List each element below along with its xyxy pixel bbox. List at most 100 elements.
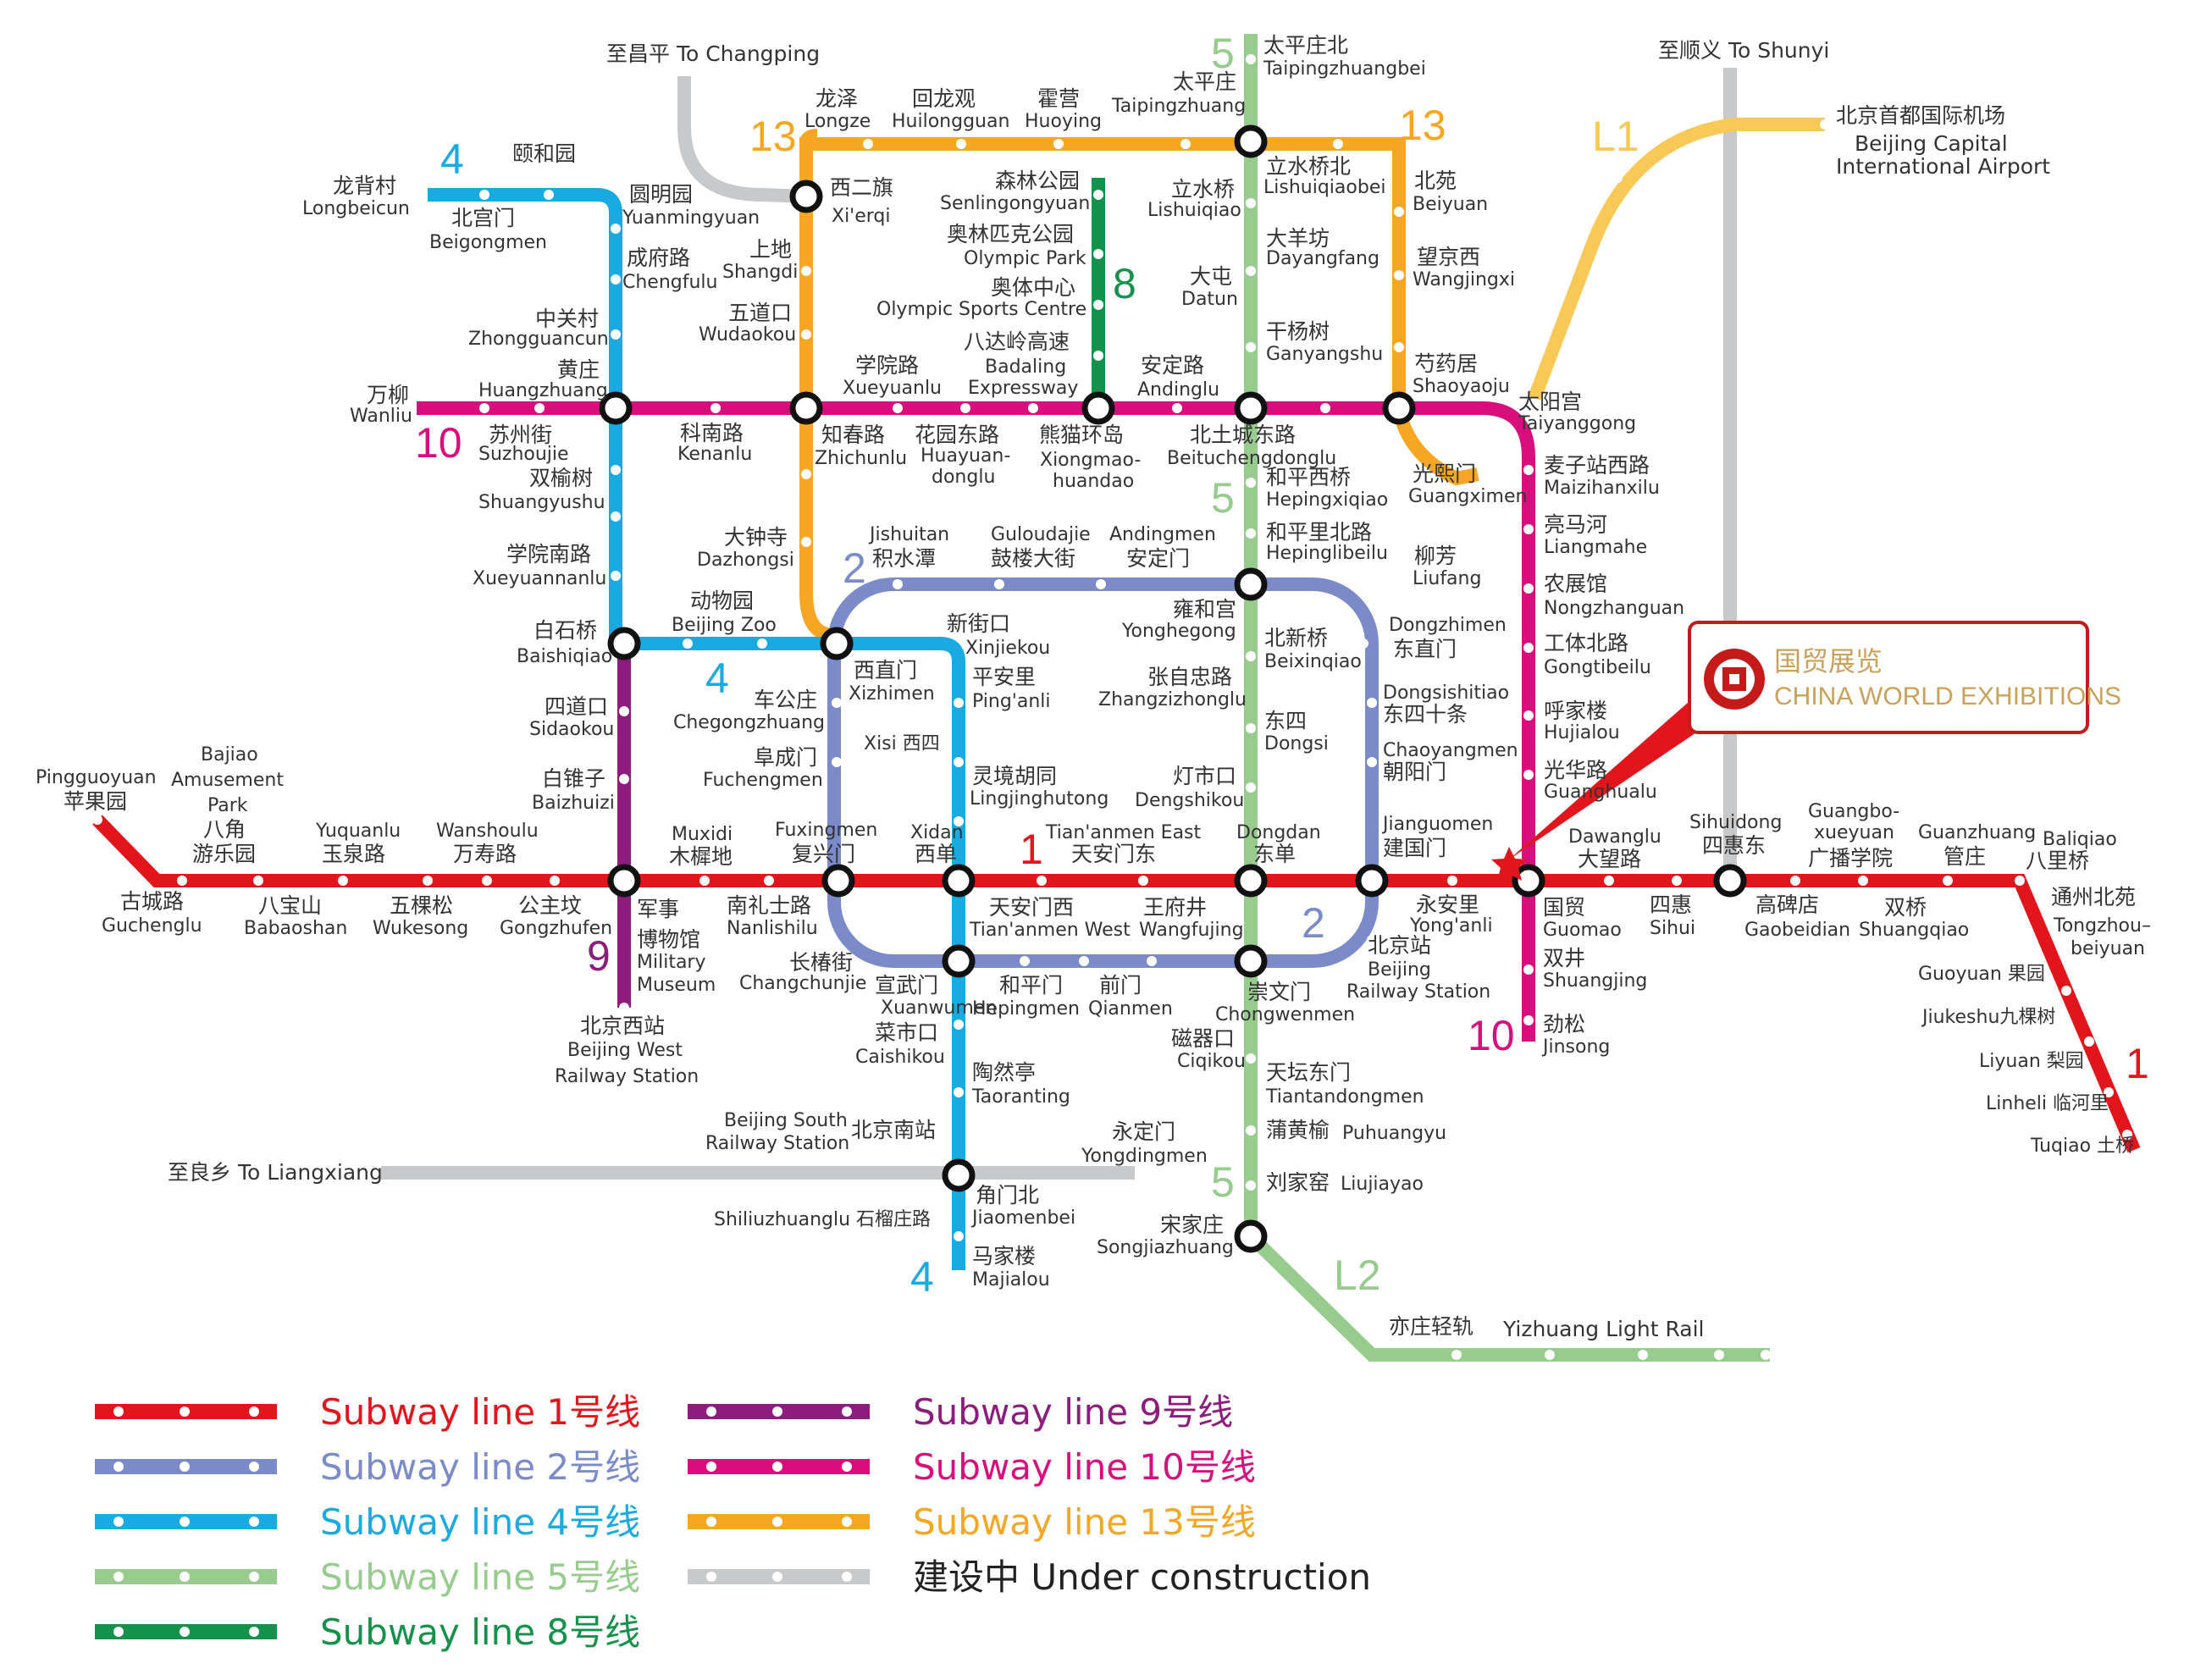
station-wanliu-en: Wanliu [350, 406, 412, 427]
station-olympicpark-cn: 奥林匹克公园 [947, 222, 1074, 246]
station-dot [1523, 643, 1534, 653]
station-hujialou-cn: 呼家楼 [1544, 699, 1607, 723]
station-labels: 龙背村 Longbeicun 颐和园 北宫门 Beigongmen 圆明园 Yu… [36, 33, 2151, 1290]
station-huayuandonglu-en2: donglu [932, 467, 995, 488]
station-sihui-cn: 四惠 [1650, 892, 1692, 917]
station-zhichunlu-cn: 知春路 [821, 423, 885, 447]
station-longbeicun-en: Longbeicun [302, 198, 410, 219]
station-dot [1570, 329, 1580, 340]
label-yizhuang-en: Yizhuang Light Rail [1502, 1317, 1705, 1341]
station-baliqiao-en: Baliqiao [2043, 829, 2117, 850]
station-dot [2061, 986, 2071, 996]
interchange-xierqi[interactable] [789, 180, 823, 213]
station-beijingzhan-cn: 北京站 [1368, 933, 1431, 958]
legend-swatch-dot [249, 1627, 259, 1637]
interchange-huixinxijie[interactable] [1234, 391, 1268, 425]
interchange-chongwenmen[interactable] [1234, 944, 1268, 978]
station-yuanmingyuan-en: Yuanmingyuan [622, 207, 760, 229]
station-beijingxi-cn: 北京西站 [580, 1014, 665, 1038]
station-dot [1394, 342, 1404, 352]
station-xueyuannanlu-en: Xueyuannanlu [473, 568, 606, 589]
station-jinsong-en: Jinsong [1541, 1036, 1610, 1058]
station-andinglu-cn: 安定路 [1141, 353, 1204, 378]
station-lingjing-en: Lingjinghutong [970, 788, 1109, 810]
station-dot [338, 876, 348, 886]
interchange-xidan[interactable] [942, 864, 976, 898]
cwe-name-en: CHINA WORLD EXHIBITIONS [1774, 682, 2121, 710]
station-dot [1447, 876, 1457, 886]
legend-item: Subway line 5号线 [95, 1556, 640, 1598]
interchange-zhichunlu[interactable] [789, 391, 823, 425]
station-wukesong-en: Wukesong [373, 918, 468, 939]
station-chongwenmen-en: Chongwenmen [1215, 1004, 1355, 1025]
station-beixinqiao-cn: 北新桥 [1264, 626, 1328, 650]
station-dot [1093, 300, 1103, 310]
station-xiongmao-en2: huandao [1053, 471, 1134, 492]
station-gongzhufen-cn: 公主坟 [518, 893, 582, 918]
interchange-baishiqiao[interactable] [607, 627, 641, 660]
legend-item: Subway line 10号线 [688, 1446, 1256, 1488]
station-junshi-cn1: 军事 [637, 897, 679, 921]
station-gongtibeilu-en: Gongtibeilu [1544, 657, 1651, 678]
station-dongsi-en: Dongsi [1264, 733, 1329, 754]
interchange-shaoyaoju[interactable] [1382, 391, 1416, 425]
line-10-number-bottom: 10 [1468, 1012, 1515, 1059]
station-xidan-en: Xidan [910, 822, 964, 843]
station-dot [1246, 478, 1256, 488]
station-dot [1604, 876, 1614, 886]
interchange-junshibowuguan[interactable] [607, 864, 641, 898]
cwe-callout[interactable]: 国贸展览 CHINA WORLD EXHIBITIONS [1491, 621, 2121, 881]
station-taipingzhuangbei-en: Taipingzhuangbei [1263, 58, 1426, 80]
station-dot [893, 579, 903, 589]
station-beiyuan-cn: 北苑 [1414, 169, 1457, 193]
station-fuxingmen-cn: 复兴门 [792, 842, 855, 866]
interchange-yonghegong[interactable] [1234, 567, 1268, 601]
line-1-track [92, 815, 2141, 1153]
interchange-sihuidong[interactable] [1713, 864, 1747, 898]
station-zhongguancun-en: Zhongguancun [468, 329, 609, 350]
station-huangzhuang-cn: 黄庄 [557, 357, 600, 382]
interchange-xiongmaohuandao[interactable] [1081, 391, 1115, 425]
interchange-guomao[interactable] [1512, 864, 1545, 898]
station-dot [253, 876, 263, 886]
station-pinganli-cn: 平安里 [972, 665, 1036, 689]
station-dot [1858, 876, 1868, 886]
station-lishuiqiao-en: Lishuiqiao [1147, 200, 1241, 221]
station-dot [954, 698, 964, 708]
station-dengshikou-en: Dengshikou [1135, 790, 1244, 811]
line-5-track [1244, 34, 1770, 1362]
station-dot [956, 139, 966, 149]
interchange-dongdan[interactable] [1234, 864, 1268, 898]
station-dot [1638, 1350, 1648, 1360]
station-dot [619, 1003, 629, 1013]
station-babaoshan-en: Babaoshan [244, 918, 347, 939]
station-guangbo-cn: 广播学院 [1808, 846, 1893, 870]
station-dawanglu-en: Dawanglu [1568, 826, 1661, 848]
interchange-haidianhuangzhuang[interactable] [599, 391, 633, 425]
station-olympicpark-en: Olympic Park [964, 248, 1086, 269]
label-yizhuang-cn: 亦庄轻轨 [1389, 1314, 1473, 1339]
station-dot [482, 876, 492, 886]
legend-item: 建设中 Under construction [688, 1556, 1371, 1598]
interchange-songjiazhuang[interactable] [1234, 1219, 1268, 1253]
station-dot [801, 537, 811, 547]
interchange-fuxingmen[interactable] [821, 864, 855, 898]
interchange-xuanwumen[interactable] [942, 944, 976, 978]
station-dot [1333, 139, 1343, 149]
legend-item: Subway line 9号线 [688, 1391, 1233, 1433]
station-dots [92, 54, 2132, 1360]
interchange-beijingnan[interactable] [942, 1158, 976, 1192]
station-nongzhanguan-cn: 农展馆 [1544, 572, 1607, 596]
station-senlin-cn: 森林公园 [995, 169, 1080, 193]
legend-swatch-dot [842, 1406, 852, 1417]
interchange-jianguomen[interactable] [1355, 864, 1389, 898]
interchange-lishuiqiao[interactable] [1234, 124, 1268, 158]
station-dot [92, 815, 102, 825]
station-guanghualu-cn: 光华路 [1544, 758, 1607, 782]
station-dot [619, 774, 629, 784]
station-maizidian-cn: 麦子站西路 [1544, 453, 1650, 478]
interchange-xizhimen[interactable] [820, 627, 854, 660]
station-dot [1246, 782, 1256, 793]
station-caishikou-cn: 菜市口 [875, 1020, 938, 1045]
station-dot [611, 571, 621, 581]
